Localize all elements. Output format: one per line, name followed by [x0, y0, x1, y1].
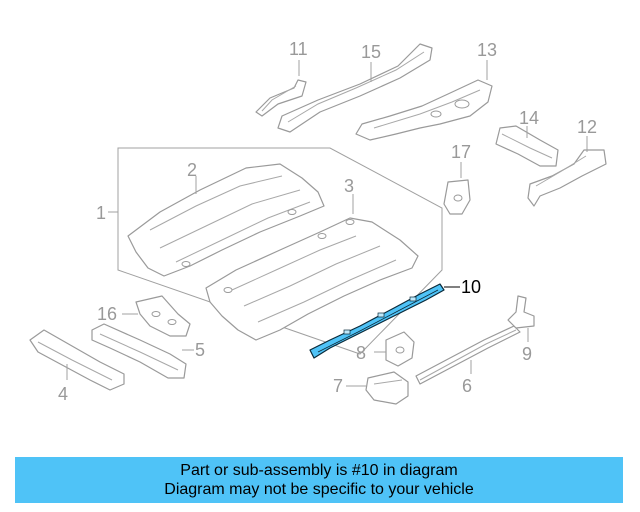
part-11 [255, 79, 307, 117]
callout-12: 12 [577, 117, 597, 137]
part-9 [507, 295, 535, 329]
callout-2: 2 [187, 160, 197, 180]
callout-4: 4 [58, 384, 68, 404]
callout-6: 6 [462, 376, 472, 396]
part-7 [365, 371, 409, 405]
callout-15: 15 [361, 42, 381, 62]
part-10-highlighted [309, 283, 445, 359]
part-6 [415, 325, 521, 385]
banner-line-1: Part or sub-assembly is #10 in diagram [180, 462, 458, 479]
part-5 [91, 323, 187, 379]
callout-9: 9 [522, 344, 532, 364]
floor-assembly-outline [117, 147, 443, 355]
callout-5: 5 [195, 340, 205, 360]
part-8 [385, 331, 415, 367]
part-13 [355, 79, 493, 141]
callout-16: 16 [97, 304, 117, 324]
part-16 [135, 295, 191, 337]
callout-3: 3 [344, 176, 354, 196]
callout-17: 17 [451, 142, 471, 162]
callout-7: 7 [333, 376, 343, 396]
callout-1: 1 [96, 203, 106, 223]
callout-8: 8 [356, 343, 366, 363]
callout-11: 11 [289, 39, 308, 59]
part-14 [495, 125, 559, 167]
part-3 [205, 217, 419, 341]
callout-10: 10 [461, 277, 481, 297]
part-2 [127, 163, 325, 277]
part-4 [29, 329, 125, 391]
part-12 [527, 149, 607, 207]
parts-diagram: 11 15 13 14 12 17 1 [29, 39, 607, 405]
callout-13: 13 [477, 40, 497, 60]
part-17 [443, 179, 471, 215]
banner-line-2: Diagram may not be specific to your vehi… [164, 481, 474, 498]
callout-14: 14 [519, 108, 539, 128]
part-15 [277, 43, 433, 133]
part-info-banner: Part or sub-assembly is #10 in diagram D… [15, 457, 623, 503]
